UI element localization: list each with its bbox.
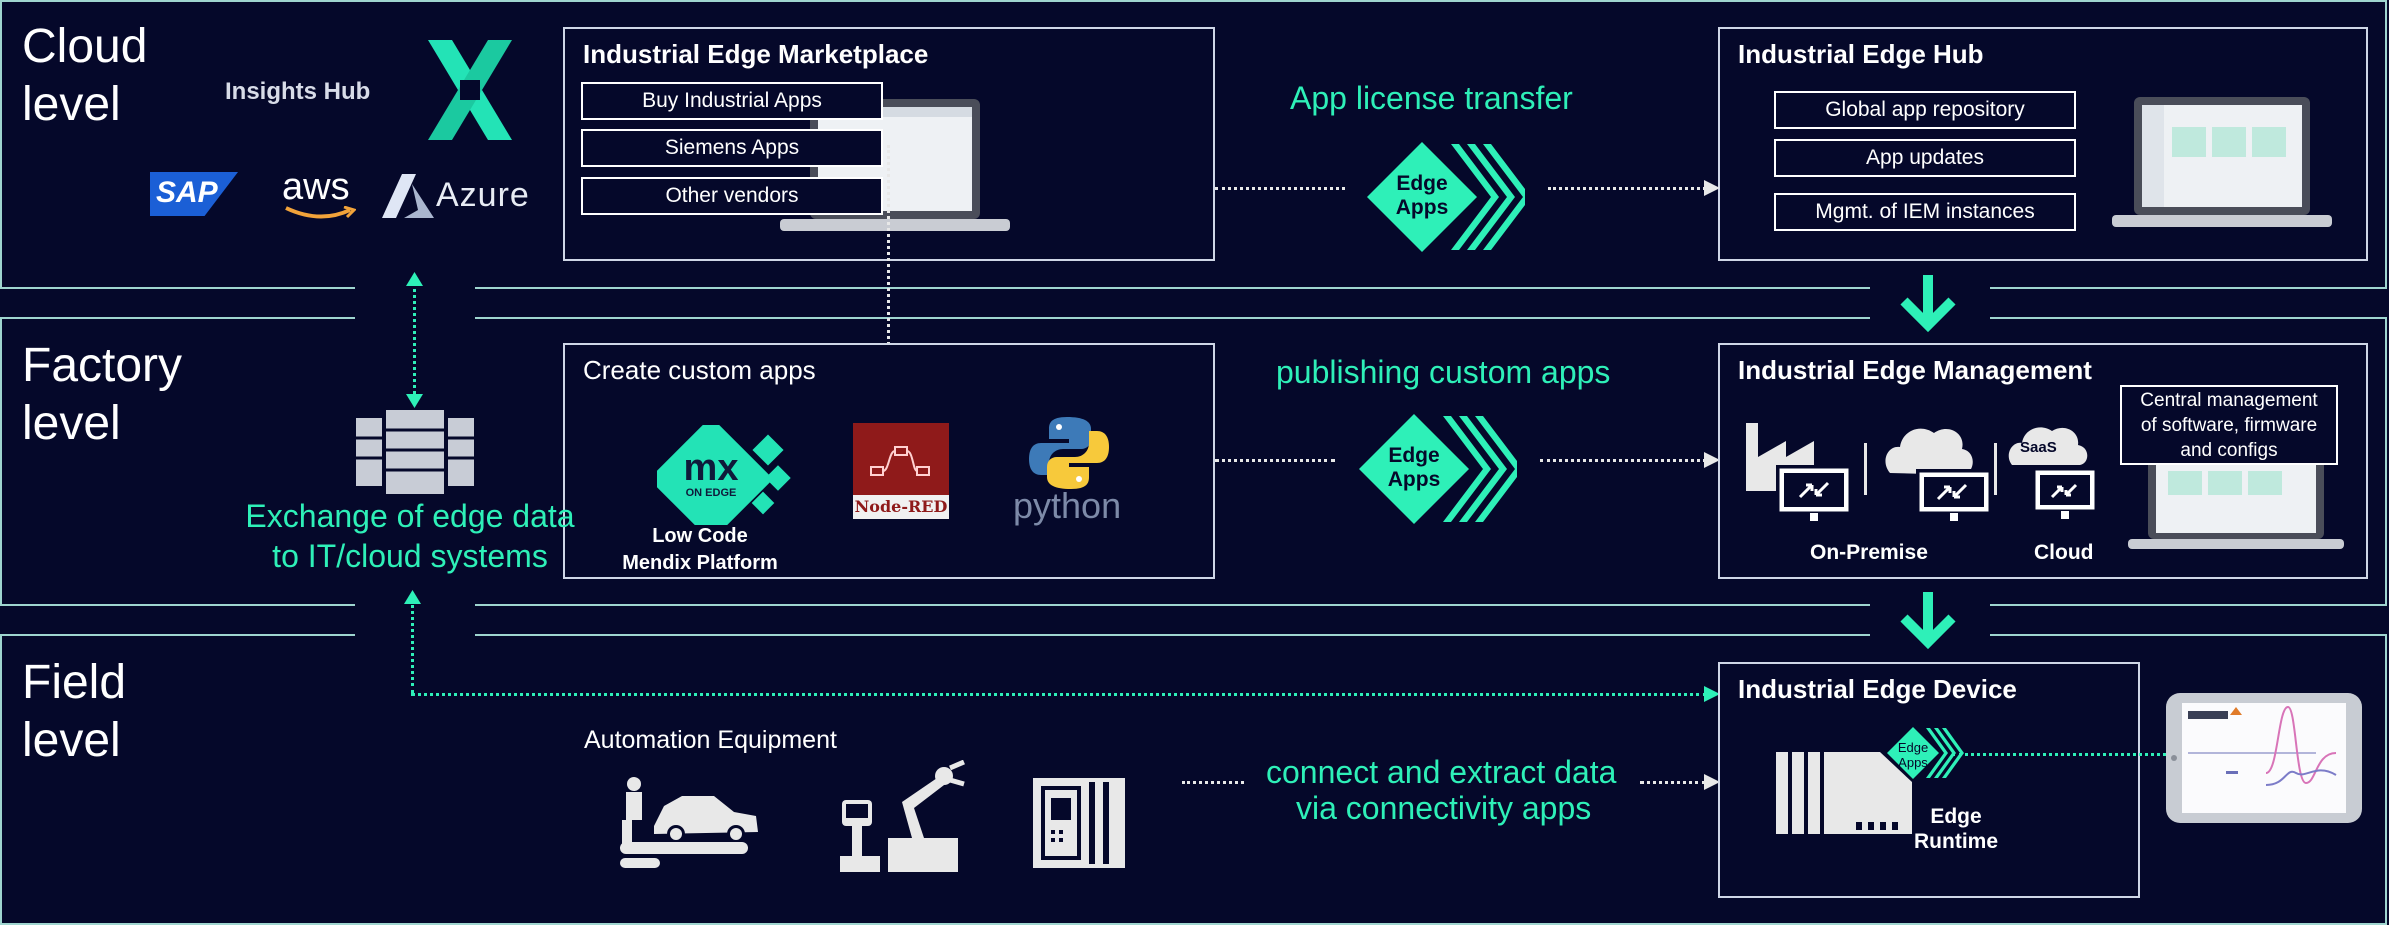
car-assembly-icon bbox=[620, 777, 758, 868]
control-cabinet-icon bbox=[1033, 778, 1125, 868]
arrow-up-icon bbox=[406, 272, 423, 286]
connect-extract-label-line1: connect and extract data bbox=[1266, 754, 1617, 790]
edge-runtime-label: Edge Runtime bbox=[1914, 805, 1998, 853]
insights-hub-logo: Insights Hub bbox=[225, 78, 371, 105]
arrow-right-icon bbox=[1704, 180, 1720, 196]
connector-dotted bbox=[1182, 781, 1244, 784]
arrow-right-icon bbox=[1704, 452, 1720, 468]
connector-dotted bbox=[1952, 753, 2184, 756]
connector-dotted bbox=[1215, 187, 1345, 190]
sap-logo-text: SAP bbox=[156, 176, 218, 209]
hub-panel: Industrial Edge Hub Global app repositor… bbox=[1718, 27, 2368, 261]
automation-equipment-title: Automation Equipment bbox=[584, 726, 837, 754]
hub-title: Industrial Edge Hub bbox=[1738, 39, 1984, 69]
connector-dotted-vertical bbox=[413, 282, 416, 400]
mendix-badge-top: mx bbox=[683, 447, 739, 489]
hub-item-repository: Global app repository bbox=[1774, 91, 2076, 129]
marketplace-item-buy: Buy Industrial Apps bbox=[581, 82, 883, 120]
nodered-flow-icon bbox=[870, 446, 930, 476]
laptop-icon bbox=[2128, 451, 2344, 549]
connector-dotted bbox=[1640, 781, 1706, 784]
field-level-band bbox=[0, 634, 2387, 925]
cloud-level-label: Cloud level bbox=[22, 20, 148, 131]
robot-arm-icon bbox=[840, 760, 965, 872]
edge-apps-small-label: Edge Apps bbox=[1897, 740, 1929, 770]
tablet-icon bbox=[2166, 693, 2362, 823]
band-gap bbox=[355, 597, 475, 645]
publishing-custom-apps-label: publishing custom apps bbox=[1276, 354, 1611, 390]
hub-item-updates: App updates bbox=[1774, 139, 2076, 177]
edge-apps-label: Edge Apps bbox=[1387, 444, 1441, 491]
cloud-label: Cloud bbox=[2034, 541, 2094, 564]
divider bbox=[1994, 443, 1997, 495]
factory-level-band bbox=[0, 317, 2387, 606]
arrow-down-icon bbox=[1900, 592, 1956, 650]
factory-icon bbox=[1746, 423, 1852, 521]
edge-apps-diamond-icon bbox=[1367, 142, 1525, 252]
connector-dotted bbox=[1540, 459, 1706, 462]
marketplace-item-vendors: Other vendors bbox=[581, 177, 883, 215]
marketplace-item-siemens: Siemens Apps bbox=[581, 129, 883, 167]
factory-level-label: Factory level bbox=[22, 339, 183, 450]
mendix-logo-icon bbox=[657, 425, 791, 525]
server-icon bbox=[356, 410, 474, 494]
field-level-label: Field level bbox=[22, 656, 127, 767]
arrow-down-icon bbox=[406, 394, 423, 408]
exchange-label: Exchange of edge data to IT/cloud system… bbox=[245, 498, 575, 574]
edge-apps-diamond-icon bbox=[1359, 414, 1517, 524]
azure-icon bbox=[382, 174, 434, 218]
arrow-up-icon bbox=[404, 590, 421, 604]
edge-device-title: Industrial Edge Device bbox=[1738, 674, 2017, 704]
connector-dotted bbox=[1548, 187, 1706, 190]
custom-apps-panel: Create custom apps mx ON EDGE Low Code M… bbox=[563, 343, 1215, 579]
edge-apps-diamond-icon bbox=[1887, 727, 1964, 779]
nodered-label: Node-RED bbox=[853, 495, 949, 519]
python-label: python bbox=[1013, 485, 1122, 526]
aws-smile-icon bbox=[285, 206, 356, 219]
hub-item-mgmt: Mgmt. of IEM instances bbox=[1774, 193, 2076, 231]
edge-device-icon bbox=[1776, 752, 1912, 834]
edge-apps-label: Edge Apps bbox=[1395, 172, 1449, 219]
connector-dotted bbox=[1215, 459, 1335, 462]
cloud-icon bbox=[1885, 428, 1992, 523]
nodered-logo: Node-RED bbox=[853, 423, 949, 519]
mendix-caption: Low Code Mendix Platform bbox=[622, 525, 778, 574]
laptop-icon bbox=[2112, 97, 2332, 227]
connector-dotted bbox=[411, 693, 1707, 696]
edge-device-panel: Industrial Edge Device Edge Apps Edge Ru… bbox=[1718, 662, 2140, 898]
insights-hub-x-icon bbox=[428, 40, 512, 140]
arrow-right-icon bbox=[1704, 774, 1720, 790]
marketplace-title: Industrial Edge Marketplace bbox=[583, 39, 929, 69]
saas-cloud-icon bbox=[2008, 427, 2098, 521]
mendix-badge-bottom: ON EDGE bbox=[685, 487, 737, 499]
python-logo-icon bbox=[1029, 417, 1109, 489]
connector-dotted-vertical bbox=[411, 598, 414, 694]
aws-logo: aws bbox=[282, 166, 356, 219]
iem-panel: Industrial Edge Management Central manag… bbox=[1718, 343, 2368, 579]
arrow-right-icon bbox=[1704, 686, 1720, 702]
azure-logo-text: Azure bbox=[436, 176, 530, 214]
arrow-down-icon bbox=[1900, 275, 1956, 333]
aws-logo-text: aws bbox=[282, 166, 350, 208]
iem-title: Industrial Edge Management bbox=[1738, 355, 2092, 385]
divider bbox=[1864, 443, 1867, 495]
central-management-note: Central management of software, firmware… bbox=[2120, 385, 2338, 465]
connect-extract-label-line2: via connectivity apps bbox=[1296, 790, 1592, 826]
app-license-transfer-label: App license transfer bbox=[1290, 80, 1573, 116]
laptop-icon bbox=[780, 99, 1010, 231]
custom-apps-title: Create custom apps bbox=[583, 355, 816, 385]
saas-label: SaaS bbox=[2020, 439, 2057, 456]
on-premise-label: On-Premise bbox=[1810, 541, 1928, 564]
connector-dotted-vertical bbox=[887, 145, 890, 345]
cloud-level-band bbox=[0, 0, 2387, 289]
